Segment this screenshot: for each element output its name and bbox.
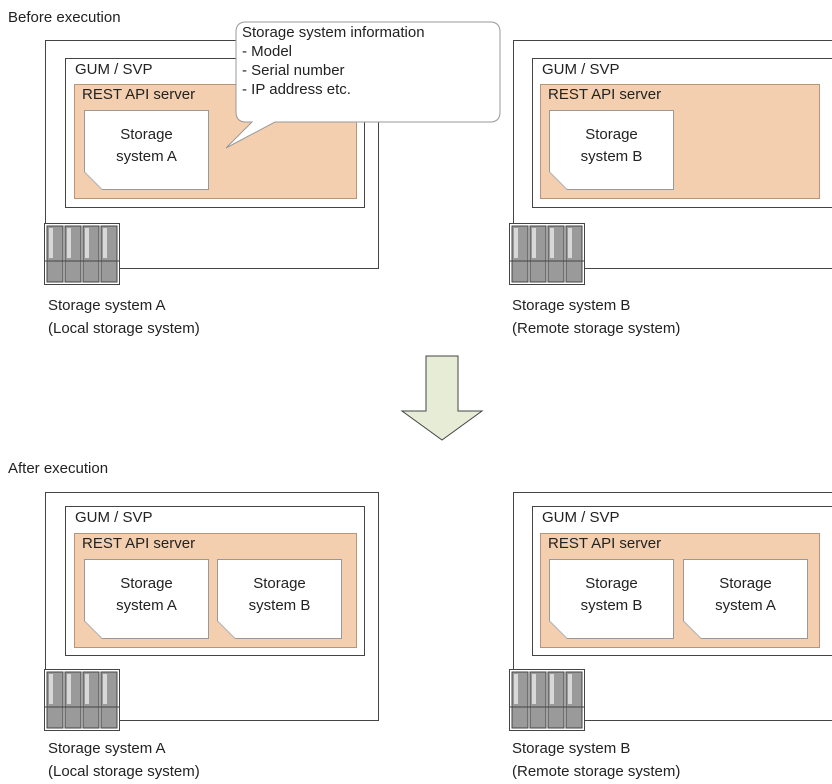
before-execution-title: Before execution — [8, 9, 121, 26]
rest-api-server-label: REST API server — [548, 535, 662, 552]
storage-hardware-icon — [44, 223, 120, 285]
document-icon — [84, 559, 209, 639]
caption-remote-before: Storage system B (Remote storage system) — [512, 294, 680, 340]
document-icon — [84, 110, 209, 190]
caption-line1: Storage system B — [512, 297, 631, 314]
callout-text: Storage system information - Model - Ser… — [242, 23, 425, 99]
caption-line2: (Remote storage system) — [512, 763, 681, 780]
doc-line2: system B — [248, 597, 311, 614]
gum-svp-label: GUM / SVP — [75, 61, 153, 78]
caption-line2: (Remote storage system) — [512, 320, 681, 337]
doc-line1: Storage — [253, 575, 306, 592]
gum-svp-label: GUM / SVP — [542, 509, 620, 526]
caption-line1: Storage system A — [48, 740, 166, 757]
storage-hardware-icon — [509, 669, 585, 731]
storage-hardware-icon — [44, 669, 120, 731]
storage-doc-b-remote-after: Storage system B — [549, 559, 674, 639]
callout-item: - Serial number — [242, 62, 345, 79]
rest-api-server-label: REST API server — [548, 86, 662, 103]
down-arrow-icon — [400, 355, 484, 441]
storage-doc-a-local-before: Storage system A — [84, 110, 209, 190]
doc-line1: Storage — [585, 575, 638, 592]
caption-line1: Storage system B — [512, 740, 631, 757]
rest-api-server-label: REST API server — [82, 535, 196, 552]
document-icon — [683, 559, 808, 639]
caption-remote-after: Storage system B (Remote storage system) — [512, 737, 680, 783]
document-icon — [549, 559, 674, 639]
doc-line1: Storage — [719, 575, 772, 592]
document-icon — [549, 110, 674, 190]
doc-line1: Storage — [120, 575, 173, 592]
caption-line2: (Local storage system) — [48, 763, 200, 780]
doc-line2: system A — [715, 597, 776, 614]
caption-line2: (Local storage system) — [48, 320, 200, 337]
callout-item: - Model — [242, 43, 293, 60]
storage-doc-a-local-after: Storage system A — [84, 559, 209, 639]
caption-line1: Storage system A — [48, 297, 166, 314]
gum-svp-label: GUM / SVP — [75, 509, 153, 526]
caption-local-before: Storage system A (Local storage system) — [48, 294, 200, 340]
doc-line2: system B — [580, 148, 643, 165]
storage-hardware-icon — [509, 223, 585, 285]
storage-doc-b-remote-before: Storage system B — [549, 110, 674, 190]
callout-title: Storage system information — [242, 24, 425, 41]
callout-item: - IP address etc. — [242, 81, 351, 98]
caption-local-after: Storage system A (Local storage system) — [48, 737, 200, 783]
doc-line2: system A — [116, 148, 177, 165]
doc-line2: system A — [116, 597, 177, 614]
storage-doc-b-local-after: Storage system B — [217, 559, 342, 639]
speech-bubble — [225, 21, 501, 149]
storage-doc-a-remote-after: Storage system A — [683, 559, 808, 639]
doc-line2: system B — [580, 597, 643, 614]
document-icon — [217, 559, 342, 639]
rest-api-server-label: REST API server — [82, 86, 196, 103]
after-execution-title: After execution — [8, 460, 109, 477]
doc-line1: Storage — [120, 126, 173, 143]
gum-svp-label: GUM / SVP — [542, 61, 620, 78]
doc-line1: Storage — [585, 126, 638, 143]
